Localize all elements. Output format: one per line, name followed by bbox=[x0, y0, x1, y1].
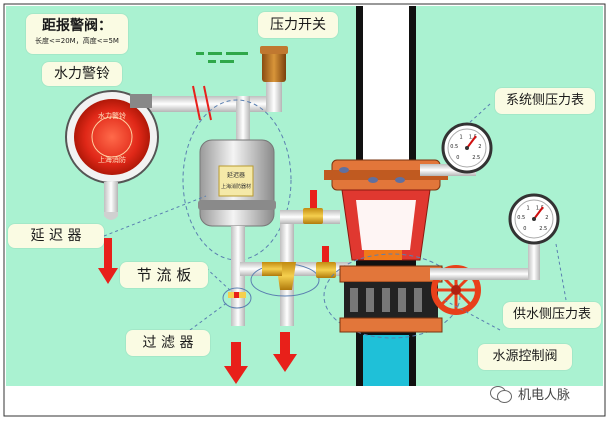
system-gauge-pivot bbox=[465, 146, 469, 150]
gate-valve-top-flange bbox=[339, 265, 443, 283]
signal-dash bbox=[196, 52, 204, 55]
orifice-label: 节 流 板 bbox=[120, 262, 208, 288]
gauge-tick-label: 1 bbox=[460, 134, 463, 140]
system-gauge-ticks: 0 0.51 1.52 2.5 bbox=[450, 134, 481, 161]
gate-valve-bottom-flange bbox=[339, 317, 443, 333]
water-gong-bell bbox=[74, 99, 150, 175]
flange-bolt bbox=[395, 177, 405, 183]
signal-dash bbox=[208, 60, 216, 63]
retard-nameplate bbox=[218, 165, 254, 197]
gauge-tick-label: 1.5 bbox=[536, 205, 544, 211]
gauge-tick-label: 0 bbox=[523, 226, 526, 232]
gauge-tick-label: 2.5 bbox=[539, 226, 547, 232]
drain-arrow-left bbox=[98, 238, 118, 284]
drain-valve-handle bbox=[322, 246, 329, 268]
valve-body-window bbox=[356, 200, 416, 250]
gauge-tick-label: 2.5 bbox=[472, 155, 480, 161]
pressure-switch-label: 压力开关 bbox=[258, 12, 338, 38]
supply-gauge-pipe-h bbox=[430, 268, 538, 280]
pressure-switch-body bbox=[262, 50, 286, 82]
alarm-distance-title: 距报警阀： bbox=[42, 18, 112, 34]
gate-valve-body bbox=[344, 282, 438, 318]
bell-top-text: 水力警铃 bbox=[98, 111, 126, 120]
retard-outlet-pipe bbox=[231, 226, 245, 326]
connector-strainer bbox=[189, 301, 229, 331]
retard-plate-sub: 上海消防器材 bbox=[221, 183, 251, 190]
supply-gauge-pivot bbox=[532, 217, 536, 221]
strainer-label: 过 滤 器 bbox=[126, 330, 210, 356]
drain-arrow-mid bbox=[224, 342, 248, 384]
gauge-tick-label: 0.5 bbox=[450, 144, 458, 150]
supply-gauge-ticks: 0 0.51 1.52 2.5 bbox=[517, 205, 548, 232]
signal-dash bbox=[208, 52, 222, 55]
drain-valve-body bbox=[316, 262, 336, 278]
water-gong-label: 水力警铃 bbox=[42, 62, 122, 86]
gate-valve-rib bbox=[366, 288, 374, 312]
flange-bolt bbox=[368, 177, 378, 183]
bell-bottom-text: 上海消防 bbox=[98, 155, 126, 164]
gauge-tick-label: 0 bbox=[456, 155, 459, 161]
gate-valve-rib bbox=[382, 288, 390, 312]
gauge-tick-label: 2 bbox=[478, 144, 481, 150]
supply-gauge-label: 供水侧压力表 bbox=[503, 302, 601, 328]
connector-system-gauge bbox=[467, 103, 491, 125]
retard-plate-title: 延迟器 bbox=[227, 171, 245, 179]
test-valve-handle bbox=[310, 190, 317, 212]
bell-drain-pipe bbox=[104, 182, 118, 212]
bell-inner-ring bbox=[91, 116, 133, 158]
gate-valve-rib bbox=[398, 288, 406, 312]
riser-water bbox=[363, 335, 409, 386]
riser-upper-section bbox=[363, 6, 409, 166]
gauge-tick-label: 1 bbox=[527, 205, 530, 211]
connector-retard bbox=[103, 195, 207, 237]
orifice-coupling bbox=[262, 262, 282, 276]
gate-valve-rib bbox=[414, 288, 422, 312]
bell-drain-outlet bbox=[104, 212, 118, 220]
supply-gauge-needle bbox=[533, 206, 544, 220]
alarm-distance-note: 长度<=20M，高度<=5M bbox=[35, 37, 119, 45]
pressure-switch-cap bbox=[260, 46, 288, 54]
clapper-seat bbox=[364, 250, 402, 260]
strainer-highlight bbox=[222, 287, 252, 309]
retard-label: 延 迟 器 bbox=[8, 224, 104, 248]
connector-water-source bbox=[443, 299, 501, 331]
gate-valve-rib bbox=[350, 288, 358, 312]
wechat-icon bbox=[490, 385, 512, 403]
strainer-mark bbox=[234, 292, 239, 298]
drain-arrows bbox=[98, 238, 297, 384]
gauge-tick-label: 1.5 bbox=[469, 134, 477, 140]
flange-bolt bbox=[339, 167, 349, 173]
water-source-label: 水源控制阀 bbox=[478, 344, 572, 370]
system-gauge-needle bbox=[466, 135, 477, 149]
signal-dash bbox=[226, 52, 248, 55]
valve-top-flange-rim bbox=[324, 170, 448, 180]
watermark-text: 机电人脉 bbox=[518, 388, 571, 403]
alarm-distance-label: 距报警阀： 长度<=20M，高度<=5M bbox=[26, 14, 128, 54]
signal-dash bbox=[220, 60, 234, 63]
pipe-break-mark bbox=[192, 85, 212, 121]
system-gauge-dial bbox=[447, 128, 487, 168]
gauge-tick-label: 0.5 bbox=[517, 215, 525, 221]
gauge-tick-label: 2 bbox=[545, 215, 548, 221]
retard-inlet-pipe bbox=[236, 96, 250, 146]
test-valve-body bbox=[303, 208, 323, 224]
handwheel-hub bbox=[451, 285, 461, 295]
supply-gauge-pipe-v bbox=[528, 240, 540, 280]
watermark: 机电人脉 bbox=[490, 384, 570, 403]
system-gauge-label: 系统侧压力表 bbox=[495, 88, 595, 114]
retard-flange bbox=[198, 200, 276, 210]
drain-arrow-right bbox=[273, 332, 297, 372]
bell-coupling bbox=[130, 94, 152, 108]
alarm-line-pipe bbox=[130, 96, 280, 112]
supply-gauge-dial bbox=[514, 199, 554, 239]
